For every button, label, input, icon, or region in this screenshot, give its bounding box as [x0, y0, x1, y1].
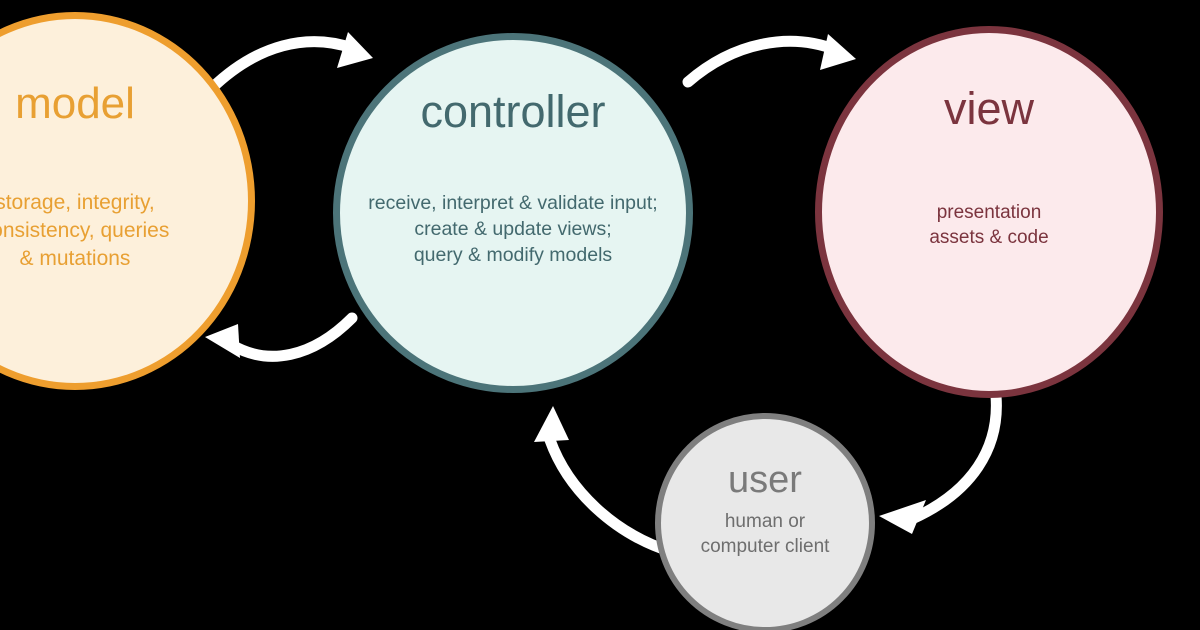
node-user-description: human or computer client	[700, 510, 830, 557]
node-model-title: model	[15, 79, 135, 128]
edge-controller-to-view	[682, 34, 856, 88]
node-model[interactable]: model storage, integrity, consistency, q…	[0, 12, 255, 390]
node-user[interactable]: user human or computer client	[655, 413, 875, 630]
node-view-title: view	[943, 83, 1035, 134]
edge-model-to-controller	[206, 32, 373, 94]
node-controller-description: receive, interpret & validate input; cre…	[368, 192, 658, 266]
edge-view-to-user	[879, 390, 1002, 534]
node-controller-title: controller	[420, 86, 606, 137]
node-user-title: user	[728, 459, 802, 501]
edge-user-to-controller	[534, 406, 678, 558]
node-view[interactable]: view presentation assets & code	[815, 26, 1163, 398]
node-controller[interactable]: controller receive, interpret & validate…	[333, 33, 693, 393]
node-view-description: presentation assets & code	[929, 202, 1049, 249]
edge-controller-to-model	[205, 312, 358, 362]
node-model-description: storage, integrity, consistency, queries…	[0, 191, 170, 270]
